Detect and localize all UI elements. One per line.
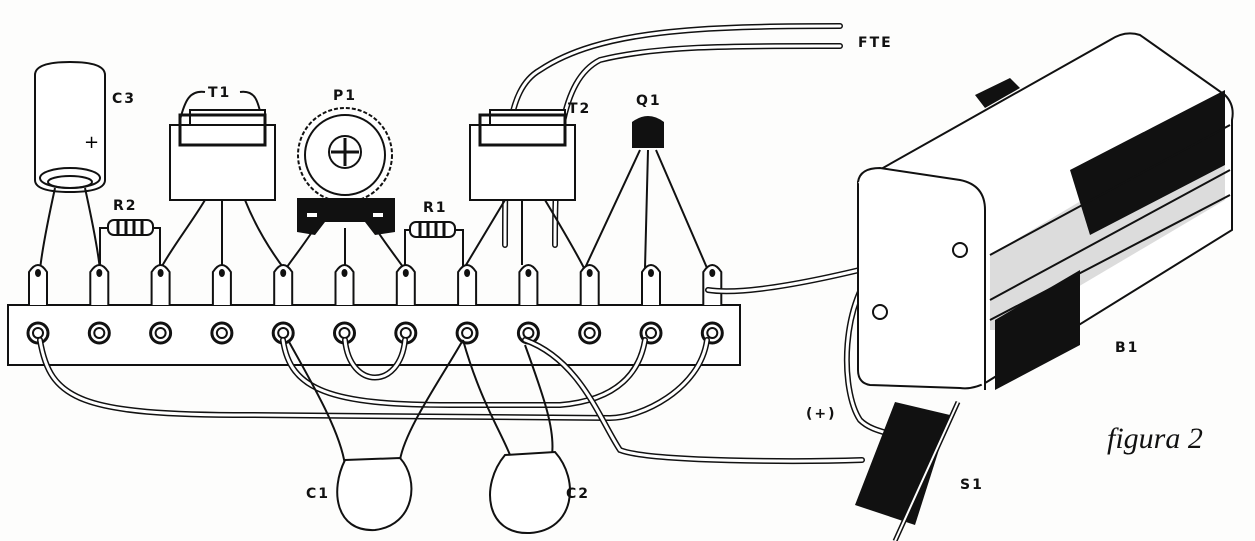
- svg-text:+: +: [84, 132, 99, 153]
- terminal-lug: [334, 264, 355, 305]
- terminal-screw: [32, 327, 44, 339]
- terminal-screw: [93, 327, 106, 339]
- terminal-strip: [7, 264, 741, 366]
- label-r1: R1: [423, 200, 448, 216]
- lug-hole: [157, 269, 164, 277]
- capacitor-c2: [489, 450, 571, 535]
- terminal-screw: [522, 327, 535, 339]
- terminal-screw: [277, 327, 290, 339]
- lug-hole: [402, 269, 409, 277]
- lug-hole: [96, 269, 103, 277]
- lug-hole: [218, 269, 225, 277]
- battery-holder-b1: [857, 32, 1234, 390]
- label-t2: T2: [568, 101, 591, 117]
- lug-hole: [648, 269, 654, 277]
- potentiometer-p1: [284, 107, 406, 271]
- lug-hole: [525, 269, 532, 277]
- switch-s1: [855, 400, 961, 541]
- label-t1: T1: [208, 85, 231, 101]
- terminal-lug: [702, 264, 723, 305]
- label-c3: C3: [112, 91, 136, 107]
- figure-caption: figura 2: [1107, 422, 1203, 455]
- terminal-lug: [395, 264, 416, 305]
- transistor-q1: [584, 116, 708, 269]
- terminal-screw: [583, 327, 596, 339]
- label-b1: B1: [1115, 340, 1139, 356]
- lug-hole: [586, 269, 593, 277]
- terminal-lug: [518, 264, 539, 305]
- capacitor-c3: +: [34, 60, 106, 271]
- label-s1: S1: [960, 477, 984, 493]
- lug-hole: [709, 269, 716, 277]
- label-r2: R2: [113, 198, 138, 214]
- terminal-lug: [28, 264, 48, 305]
- transformer-t1: [159, 90, 286, 271]
- lug-hole: [35, 269, 41, 277]
- label-p1: P1: [333, 88, 357, 104]
- label-fte: FTE: [858, 35, 893, 51]
- resistor-r1: [404, 221, 464, 268]
- label-plus: (+): [806, 406, 837, 422]
- terminal-screw: [154, 327, 167, 339]
- capacitor-c1: [336, 456, 413, 532]
- lug-hole: [280, 269, 287, 277]
- label-q1: Q1: [636, 93, 662, 109]
- lug-hole: [464, 269, 471, 277]
- terminal-lug: [579, 264, 600, 305]
- label-c1: C1: [306, 486, 330, 502]
- terminal-lug: [89, 264, 110, 305]
- resistor-r2: [99, 219, 161, 265]
- bottom-wires: [37, 259, 896, 466]
- terminal-screw: [706, 327, 719, 339]
- terminal-screw: [399, 327, 412, 339]
- terminal-lug: [273, 264, 294, 305]
- terminal-screw: [461, 327, 474, 339]
- terminal-lug: [641, 264, 661, 305]
- terminal-lug: [211, 264, 232, 305]
- label-c2: C2: [566, 486, 590, 502]
- transformer-t2: [462, 109, 586, 271]
- terminal-lug: [457, 264, 478, 305]
- terminal-screw: [645, 327, 657, 339]
- terminal-lug: [150, 264, 171, 305]
- lug-hole: [341, 269, 348, 277]
- terminal-screw: [338, 327, 351, 339]
- terminal-screw: [215, 327, 228, 339]
